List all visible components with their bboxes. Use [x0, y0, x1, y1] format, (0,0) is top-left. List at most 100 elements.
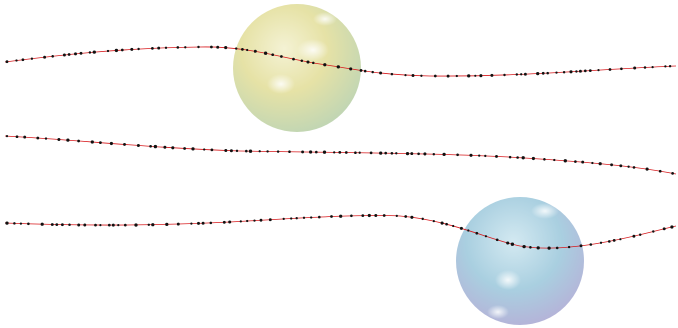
- detection-point-2-53: [484, 154, 487, 158]
- detection-point-3-44: [374, 214, 378, 217]
- detection-point-2-57: [521, 156, 525, 160]
- detection-point-1-16: [137, 47, 140, 51]
- detection-point-1-34: [300, 59, 304, 63]
- detection-point-2-19: [203, 148, 206, 151]
- detection-point-2-60: [553, 158, 556, 162]
- detection-point-2-16: [171, 146, 175, 150]
- detection-point-2-46: [417, 152, 420, 156]
- detection-point-3-0: [5, 221, 9, 225]
- detection-point-3-48: [410, 215, 414, 219]
- detection-point-2-4: [44, 137, 48, 140]
- detection-point-3-42: [361, 214, 365, 217]
- sphere-upper-highlight-b: [267, 74, 295, 94]
- detection-point-3-21: [176, 222, 180, 226]
- sphere-lower-highlight-c: [487, 305, 509, 319]
- detection-point-1-9: [79, 51, 83, 55]
- detection-point-2-64: [591, 161, 594, 165]
- detection-point-2-6: [66, 138, 70, 142]
- detection-point-3-20: [165, 222, 169, 227]
- detection-point-3-4: [40, 222, 44, 226]
- detection-point-3-35: [295, 217, 298, 220]
- detection-point-3-47: [404, 215, 408, 218]
- detection-point-2-71: [658, 169, 662, 173]
- detection-point-3-71: [612, 238, 616, 242]
- detection-point-1-41: [363, 69, 367, 73]
- detection-point-2-42: [390, 151, 394, 155]
- detection-point-1-28: [246, 48, 249, 52]
- detection-point-1-65: [575, 70, 578, 73]
- detection-point-3-61: [522, 244, 526, 249]
- detection-point-1-5: [51, 55, 54, 58]
- detection-point-3-72: [619, 238, 622, 241]
- detection-point-1-38: [336, 65, 340, 69]
- detection-point-3-41: [350, 214, 353, 218]
- detection-point-1-67: [583, 69, 587, 73]
- detection-point-2-25: [248, 149, 253, 153]
- detection-points: [5, 45, 674, 250]
- detection-point-1-47: [420, 74, 423, 77]
- detection-point-1-14: [120, 48, 124, 52]
- detection-point-3-7: [61, 223, 64, 227]
- detection-point-3-37: [310, 216, 313, 219]
- detection-point-2-5: [57, 138, 61, 141]
- detection-point-3-9: [77, 223, 81, 227]
- detection-point-1-30: [263, 51, 268, 55]
- detection-point-1-52: [474, 74, 477, 77]
- detection-point-1-75: [664, 65, 667, 68]
- detection-point-3-40: [339, 214, 343, 218]
- detection-point-2-2: [23, 135, 27, 139]
- detection-point-2-52: [478, 154, 481, 157]
- detection-point-1-62: [555, 71, 558, 74]
- detection-point-1-69: [597, 68, 600, 72]
- detection-point-2-48: [432, 152, 436, 156]
- detection-point-2-31: [309, 150, 313, 154]
- detection-point-1-50: [455, 74, 458, 78]
- detection-point-3-3: [27, 222, 30, 226]
- detection-point-3-67: [579, 244, 583, 248]
- detection-point-2-72: [671, 172, 674, 175]
- detection-point-2-11: [123, 142, 126, 146]
- detection-point-3-75: [652, 230, 655, 233]
- detection-point-3-22: [190, 222, 193, 225]
- detection-point-3-77: [670, 225, 674, 229]
- detection-point-3-17: [134, 223, 138, 227]
- detection-point-2-30: [301, 150, 305, 154]
- detection-point-1-4: [43, 55, 47, 59]
- detection-point-2-58: [531, 156, 535, 161]
- detection-point-2-68: [627, 165, 630, 168]
- detection-point-1-49: [446, 74, 450, 78]
- detection-point-1-23: [210, 45, 213, 49]
- detection-point-2-47: [423, 152, 427, 156]
- detection-point-3-19: [151, 223, 155, 227]
- detection-point-1-1: [15, 59, 18, 62]
- detection-point-2-49: [442, 152, 446, 157]
- detection-point-2-15: [163, 145, 167, 149]
- sphere-upper-body: [233, 4, 361, 132]
- detection-point-1-33: [292, 57, 295, 61]
- detection-point-3-70: [607, 240, 611, 243]
- detection-point-3-73: [632, 234, 636, 238]
- detection-point-3-64: [547, 246, 551, 250]
- detection-point-2-34: [333, 151, 336, 154]
- detection-point-1-46: [411, 74, 415, 77]
- detection-point-2-20: [210, 148, 214, 152]
- detection-point-1-13: [114, 48, 119, 53]
- detection-point-3-18: [147, 223, 150, 226]
- detection-point-1-54: [490, 73, 494, 77]
- detection-point-3-24: [201, 221, 205, 225]
- detection-point-3-33: [282, 217, 285, 221]
- detection-point-2-0: [5, 134, 9, 138]
- detection-point-1-2: [21, 58, 25, 62]
- detection-point-2-44: [405, 151, 410, 156]
- detection-point-3-26: [222, 220, 226, 224]
- detection-point-2-62: [574, 160, 577, 163]
- detection-point-2-66: [610, 163, 614, 167]
- detection-point-3-69: [599, 241, 603, 244]
- detection-point-3-57: [484, 235, 488, 238]
- detection-point-2-29: [288, 150, 291, 153]
- detection-point-3-16: [123, 223, 127, 227]
- detection-point-2-36: [344, 151, 348, 154]
- detection-point-1-43: [379, 71, 383, 75]
- detection-point-3-25: [209, 221, 213, 225]
- detection-point-2-41: [384, 151, 388, 155]
